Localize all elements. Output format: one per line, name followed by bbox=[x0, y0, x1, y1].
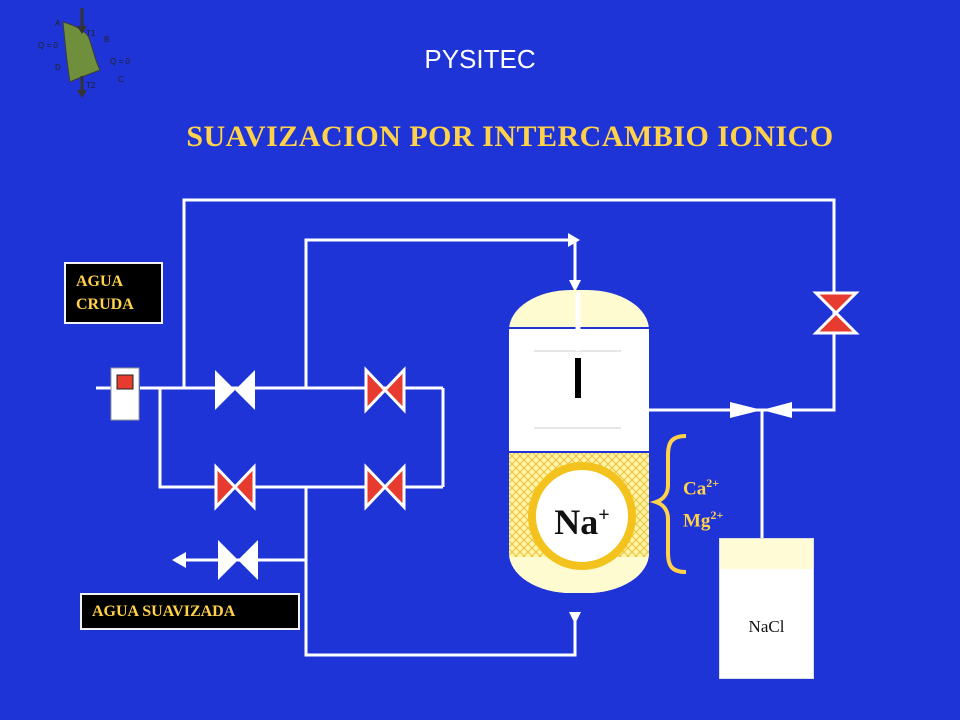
brine-tank-top bbox=[720, 539, 813, 569]
magnesium-ion-symbol: Mg bbox=[683, 510, 711, 532]
valve-inlet-open[interactable] bbox=[215, 370, 255, 410]
valve-lower-right-closed[interactable] bbox=[364, 463, 406, 511]
ion-brace bbox=[649, 434, 687, 574]
calcium-ion: Ca2+ bbox=[683, 470, 723, 502]
brine-tank-label: NaCl bbox=[748, 617, 785, 636]
calcium-ion-charge: 2+ bbox=[706, 476, 720, 490]
logo-label-b: B bbox=[104, 35, 109, 44]
raw-water-label-line1: AGUA bbox=[76, 273, 124, 290]
logo-label-t2: T2 bbox=[86, 81, 96, 90]
raw-water-label: AGUA CRUDA bbox=[64, 262, 163, 324]
diagram-title: SUAVIZACION POR INTERCAMBIO IONICO bbox=[186, 120, 834, 153]
sodium-ion-charge: + bbox=[598, 504, 610, 526]
brine-tank: NaCl bbox=[719, 538, 814, 679]
removed-ions: Ca2+ Mg2+ bbox=[683, 470, 723, 535]
flow-arrows bbox=[172, 233, 581, 624]
magnesium-ion-charge: 2+ bbox=[710, 508, 724, 523]
valve-brine-open[interactable] bbox=[730, 402, 792, 418]
sodium-ion-circle: Na+ bbox=[528, 462, 636, 570]
raw-water-label-line2: CRUDA bbox=[76, 296, 134, 313]
valve-regeneration-closed[interactable] bbox=[812, 291, 860, 335]
logo-label-q-left: Q = 0 bbox=[38, 41, 58, 50]
calcium-ion-symbol: Ca bbox=[683, 478, 707, 500]
valve-lower-left-closed[interactable] bbox=[214, 463, 256, 511]
logo-label-a: A bbox=[55, 19, 61, 28]
logo-label-q-right: Q = 0 bbox=[110, 57, 130, 66]
cycle-logo: A T1 B Q = 0 Q = 0 D C T2 bbox=[38, 8, 130, 98]
logo-label-c: C bbox=[118, 75, 124, 84]
sodium-ion-symbol: Na bbox=[554, 502, 599, 542]
softened-water-label: AGUA SUAVIZADA bbox=[80, 593, 300, 630]
valve-outlet-open[interactable] bbox=[218, 540, 258, 580]
logo-label-t1: T1 bbox=[86, 29, 96, 38]
brand-title: PYSITEC bbox=[424, 44, 536, 74]
valve-top-closed[interactable] bbox=[364, 366, 406, 414]
magnesium-ion: Mg2+ bbox=[683, 502, 723, 534]
logo-label-d: D bbox=[55, 63, 61, 72]
